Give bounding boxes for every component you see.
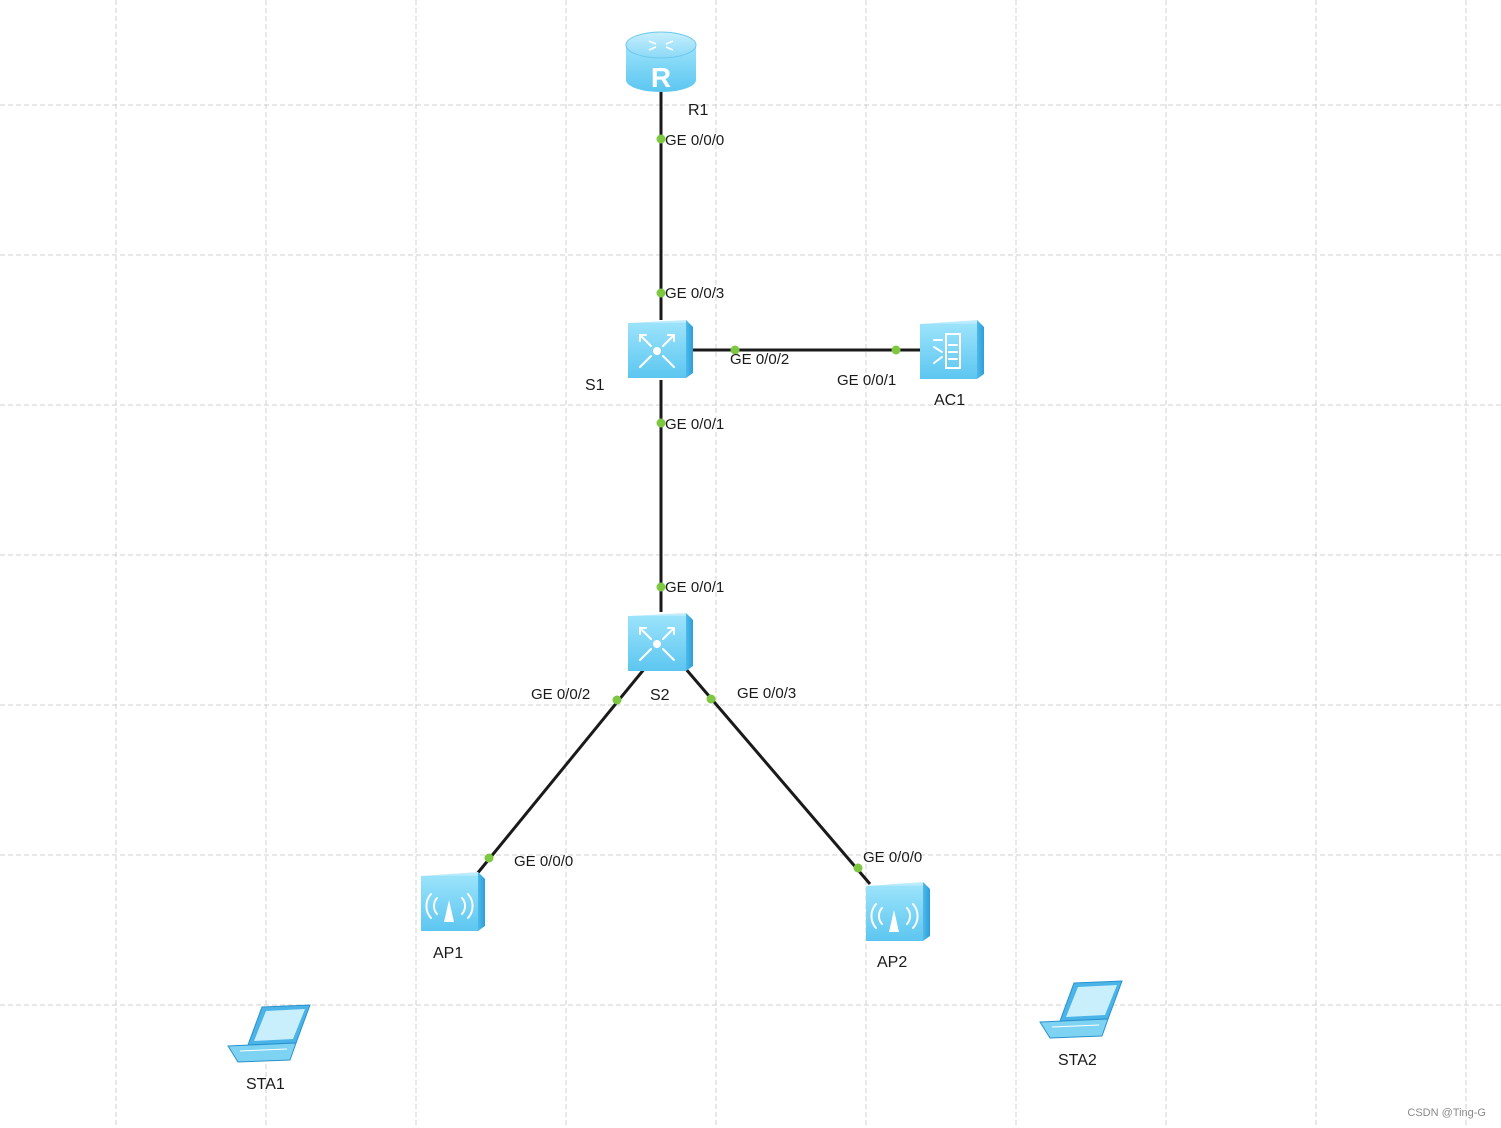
port-dots — [484, 134, 901, 873]
laptop-icon — [1039, 980, 1123, 1039]
watermark: CSDN @Ting-G — [1407, 1107, 1486, 1119]
port-label-s1-ge001: GE 0/0/1 — [665, 416, 724, 433]
port-dot — [730, 345, 740, 355]
port-label-ac1-ge001: GE 0/0/1 — [837, 372, 896, 389]
device-label: R1 — [688, 102, 709, 119]
port-dot — [656, 288, 666, 298]
switch-s2[interactable]: S2 — [628, 613, 693, 704]
links — [470, 92, 920, 885]
port-label-s2-ge002: GE 0/0/2 — [531, 686, 590, 703]
access-controller-ac1[interactable]: AC1 — [920, 320, 984, 409]
port-label-s2-ge001: GE 0/0/1 — [665, 579, 724, 596]
port-dot — [656, 418, 666, 428]
switch-icon — [628, 613, 693, 671]
laptop-icon — [227, 1004, 311, 1063]
port-label-r1-ge000: GE 0/0/0 — [665, 132, 724, 149]
access-point-ap2[interactable]: AP2 — [866, 882, 930, 971]
link-s2-ap2[interactable] — [683, 667, 872, 885]
access-point-icon — [421, 872, 485, 931]
device-label: AP2 — [877, 954, 907, 971]
port-dot — [612, 695, 622, 705]
access-point-icon — [866, 882, 930, 941]
port-dot — [853, 863, 863, 873]
device-label: AP1 — [433, 945, 463, 962]
port-label-s1-ge002: GE 0/0/2 — [730, 351, 789, 368]
port-dot — [656, 134, 666, 144]
router-r1[interactable]: R R1 — [625, 31, 709, 119]
port-label-ap2-ge000: GE 0/0/0 — [863, 849, 922, 866]
device-label: STA1 — [246, 1076, 285, 1093]
switch-s1[interactable]: S1 — [585, 320, 693, 394]
device-label: S1 — [585, 377, 605, 394]
station-sta1[interactable]: STA1 — [227, 1004, 311, 1093]
port-dot — [484, 853, 494, 863]
port-label-s2-ge003: GE 0/0/3 — [737, 685, 796, 702]
station-sta2[interactable]: STA2 — [1039, 980, 1123, 1069]
port-labels: GE 0/0/0 GE 0/0/3 GE 0/0/2 GE 0/0/1 GE 0… — [514, 132, 922, 870]
router-icon: R — [625, 31, 697, 93]
access-controller-icon — [920, 320, 984, 379]
port-label-s1-ge003: GE 0/0/3 — [665, 285, 724, 302]
device-label: AC1 — [934, 392, 965, 409]
port-dot — [706, 694, 716, 704]
device-label: S2 — [650, 687, 670, 704]
svg-text:R: R — [651, 62, 671, 93]
port-dot — [891, 345, 901, 355]
port-label-ap1-ge000: GE 0/0/0 — [514, 853, 573, 870]
device-label: STA2 — [1058, 1052, 1097, 1069]
switch-icon — [628, 320, 693, 378]
port-dot — [656, 582, 666, 592]
access-point-ap1[interactable]: AP1 — [421, 872, 485, 962]
